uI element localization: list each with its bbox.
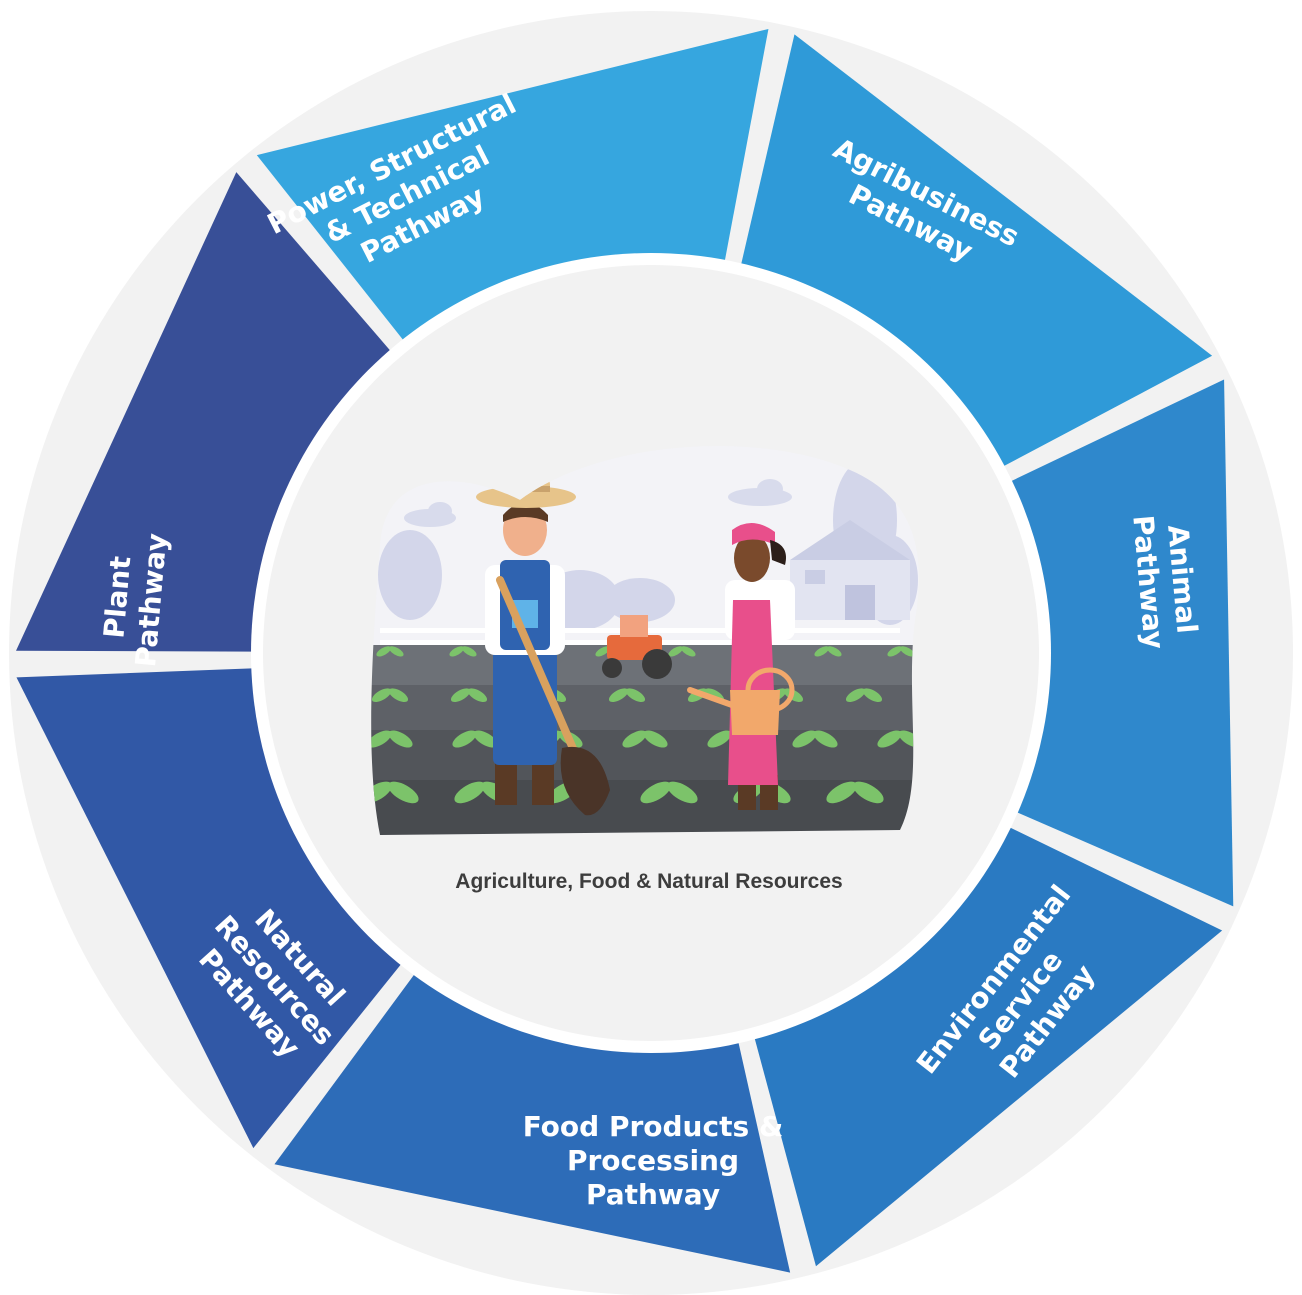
plant-leaf: [595, 646, 610, 657]
plant-leaf: [826, 781, 857, 804]
plant-leaf: [389, 646, 404, 657]
segment-label-line: Food Products &: [523, 1110, 784, 1143]
shovel-icon: [496, 576, 610, 816]
plant-leaf: [622, 730, 647, 748]
plant-leaf: [853, 781, 884, 804]
plant-leaf: [388, 688, 409, 703]
plant-leaf: [668, 646, 683, 657]
plant-leaf: [814, 646, 829, 657]
cloud-icon: [404, 479, 792, 527]
plant-leaf: [467, 688, 488, 703]
plant-leaf: [813, 730, 838, 748]
plant-leaf: [454, 781, 485, 804]
plant-leaf: [449, 646, 464, 657]
plant-leaf: [371, 730, 392, 748]
plant-leaf: [388, 730, 413, 748]
plant-leaf: [862, 688, 883, 703]
plant-leaf: [371, 781, 392, 804]
center-caption: Agriculture, Food & Natural Resources: [455, 870, 842, 893]
plant-leaf: [707, 730, 732, 748]
plant-leaf: [887, 646, 902, 657]
plant-leaf: [608, 688, 629, 703]
plant-leaf: [792, 730, 817, 748]
tractor-icon: [602, 615, 672, 679]
plant-leaf: [681, 646, 696, 657]
barn-icon: [790, 520, 910, 620]
plant-leaf: [450, 688, 471, 703]
plant-leaf: [827, 646, 842, 657]
plant-leaf: [643, 730, 668, 748]
plant-leaf: [845, 688, 866, 703]
plant-leaf: [877, 730, 902, 748]
segment-label-line: Plant: [97, 555, 137, 640]
plant-leaf: [900, 646, 915, 657]
plant-leaf: [462, 646, 477, 657]
plant-leaf: [473, 730, 498, 748]
plant-leaf: [371, 688, 392, 703]
plant-leaf: [388, 781, 419, 804]
plant-leaf: [667, 781, 698, 804]
segment-label-line: Processing: [567, 1144, 739, 1177]
plant-leaf: [452, 730, 477, 748]
farmer-woman: [687, 522, 795, 810]
segment-label-line: Pathway: [586, 1178, 720, 1211]
plant-leaf: [640, 781, 671, 804]
plant-leaf: [625, 688, 646, 703]
segment-environmental: [995, 379, 1234, 907]
plant-leaf: [376, 646, 391, 657]
farm-illustration: [371, 446, 919, 835]
